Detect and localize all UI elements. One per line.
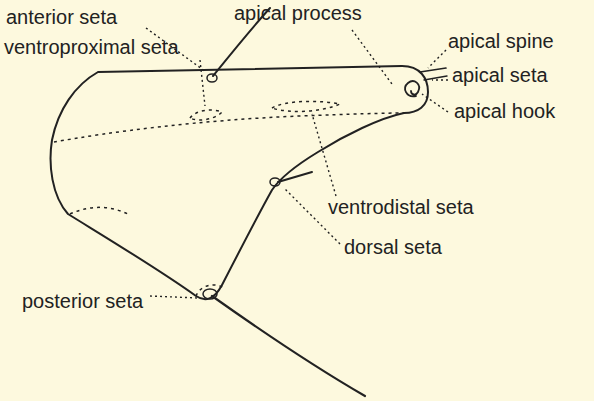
leader-line [432, 79, 448, 80]
apical-spine [420, 68, 446, 72]
leader-line [312, 114, 336, 196]
apical-spine-label: apical spine [446, 30, 556, 52]
appendage-outline [51, 66, 428, 299]
posterior-seta [212, 296, 365, 396]
ventrodistal-seta [272, 101, 340, 111]
anterior-seta-label: anterior seta [4, 6, 119, 28]
seta-socket [207, 74, 217, 82]
posterior-seta-label: posterior seta [20, 290, 145, 312]
apical-process-label: apical process [232, 2, 364, 24]
apical-hook [405, 81, 419, 96]
leader-line [150, 296, 198, 298]
ventroproximal-seta [190, 110, 222, 120]
ventroproximal-seta-label: ventroproximal seta [2, 36, 181, 58]
apical-hook-label: apical hook [452, 100, 557, 122]
ventrodistal-seta-label: ventrodistal seta [326, 196, 476, 218]
leader-line [428, 50, 446, 68]
leader-line [200, 60, 205, 106]
apical-seta [424, 76, 447, 80]
hidden-contour [196, 285, 224, 296]
dorsal-seta [278, 172, 312, 182]
leader-line [352, 30, 392, 84]
dorsal-seta-label: dorsal seta [342, 236, 444, 258]
hidden-contour [54, 113, 404, 142]
apical-seta-label: apical seta [450, 64, 550, 86]
leader-lines [146, 28, 448, 298]
hidden-contour [70, 207, 130, 215]
leader-line [422, 94, 448, 112]
